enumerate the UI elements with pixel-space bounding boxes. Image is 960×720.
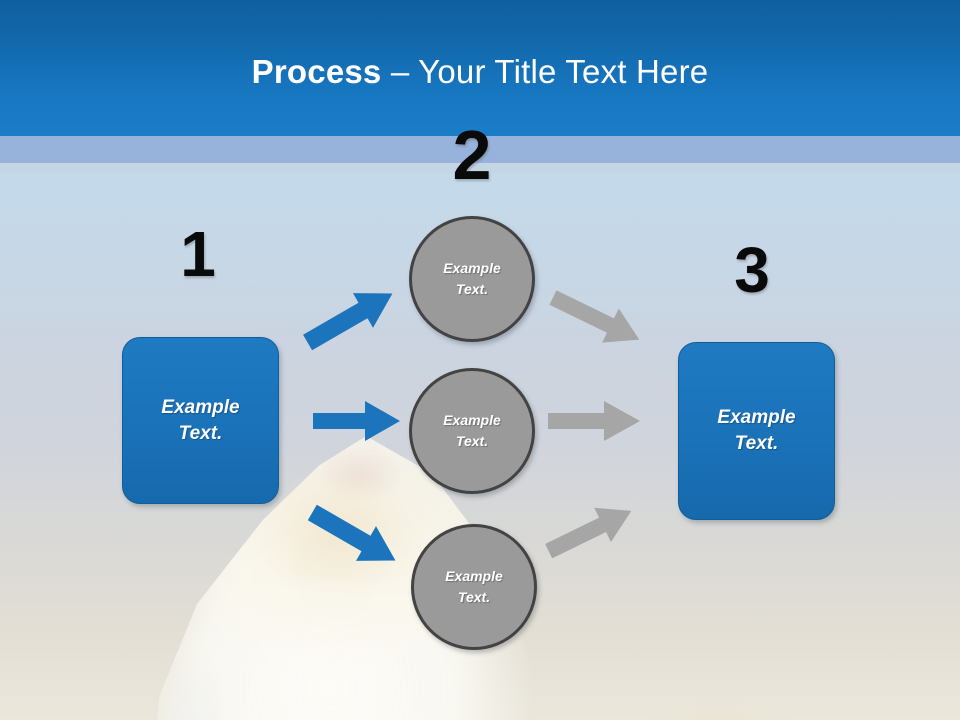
seashell-large-tip: [255, 431, 425, 581]
step-number-1: 1: [180, 218, 216, 290]
gray-arrow-middle-icon: [548, 401, 640, 441]
input-node-label: Example Text.: [161, 395, 239, 447]
process-circle-1-label: Example Text.: [443, 258, 501, 300]
process-circle-1[interactable]: Example Text.: [409, 216, 535, 342]
output-node-label-line2: Text.: [734, 433, 779, 454]
process-circle-3[interactable]: Example Text.: [411, 524, 537, 650]
seashell-left-edge: [130, 656, 220, 720]
title-banner-accent-stripe: [0, 136, 960, 163]
input-node-label-line1: Example: [161, 396, 240, 418]
title-banner-accent-stripe-secondary: [0, 163, 960, 173]
output-node-label-line1: Example: [717, 407, 796, 428]
process-circle-3-label-line2: Text.: [457, 589, 491, 605]
gray-arrow-down-icon: [549, 290, 640, 343]
seashell-right-tint: [620, 696, 820, 720]
process-circle-2-label-line1: Example: [443, 412, 501, 428]
process-circle-3-label: Example Text.: [445, 566, 503, 608]
title-banner: [0, 0, 960, 136]
blue-arrow-down-icon: [307, 504, 396, 561]
page-title-strong: Process: [251, 53, 391, 90]
blue-arrow-up-icon: [303, 293, 393, 351]
output-node-box[interactable]: Example Text.: [678, 342, 835, 520]
process-circle-2[interactable]: Example Text.: [409, 368, 535, 494]
input-node-label-line2: Text.: [178, 422, 223, 444]
output-node-label: Example Text.: [717, 405, 795, 457]
process-circle-1-label-line2: Text.: [455, 281, 489, 297]
process-circle-1-label-line1: Example: [443, 260, 501, 276]
process-circle-3-label-line1: Example: [445, 568, 503, 584]
process-circle-2-label: Example Text.: [443, 410, 501, 452]
process-circle-2-label-line2: Text.: [455, 433, 489, 449]
input-node-box[interactable]: Example Text.: [122, 337, 279, 504]
seashell-large-tint: [300, 434, 420, 514]
gray-arrow-up-icon: [545, 507, 632, 559]
blue-arrow-middle-icon: [313, 401, 400, 441]
page-title-light: – Your Title Text Here: [390, 53, 709, 90]
step-number-3: 3: [734, 234, 770, 306]
step-number-2: 2: [452, 116, 492, 194]
page-title: Process – Your Title Text Here: [0, 52, 960, 92]
